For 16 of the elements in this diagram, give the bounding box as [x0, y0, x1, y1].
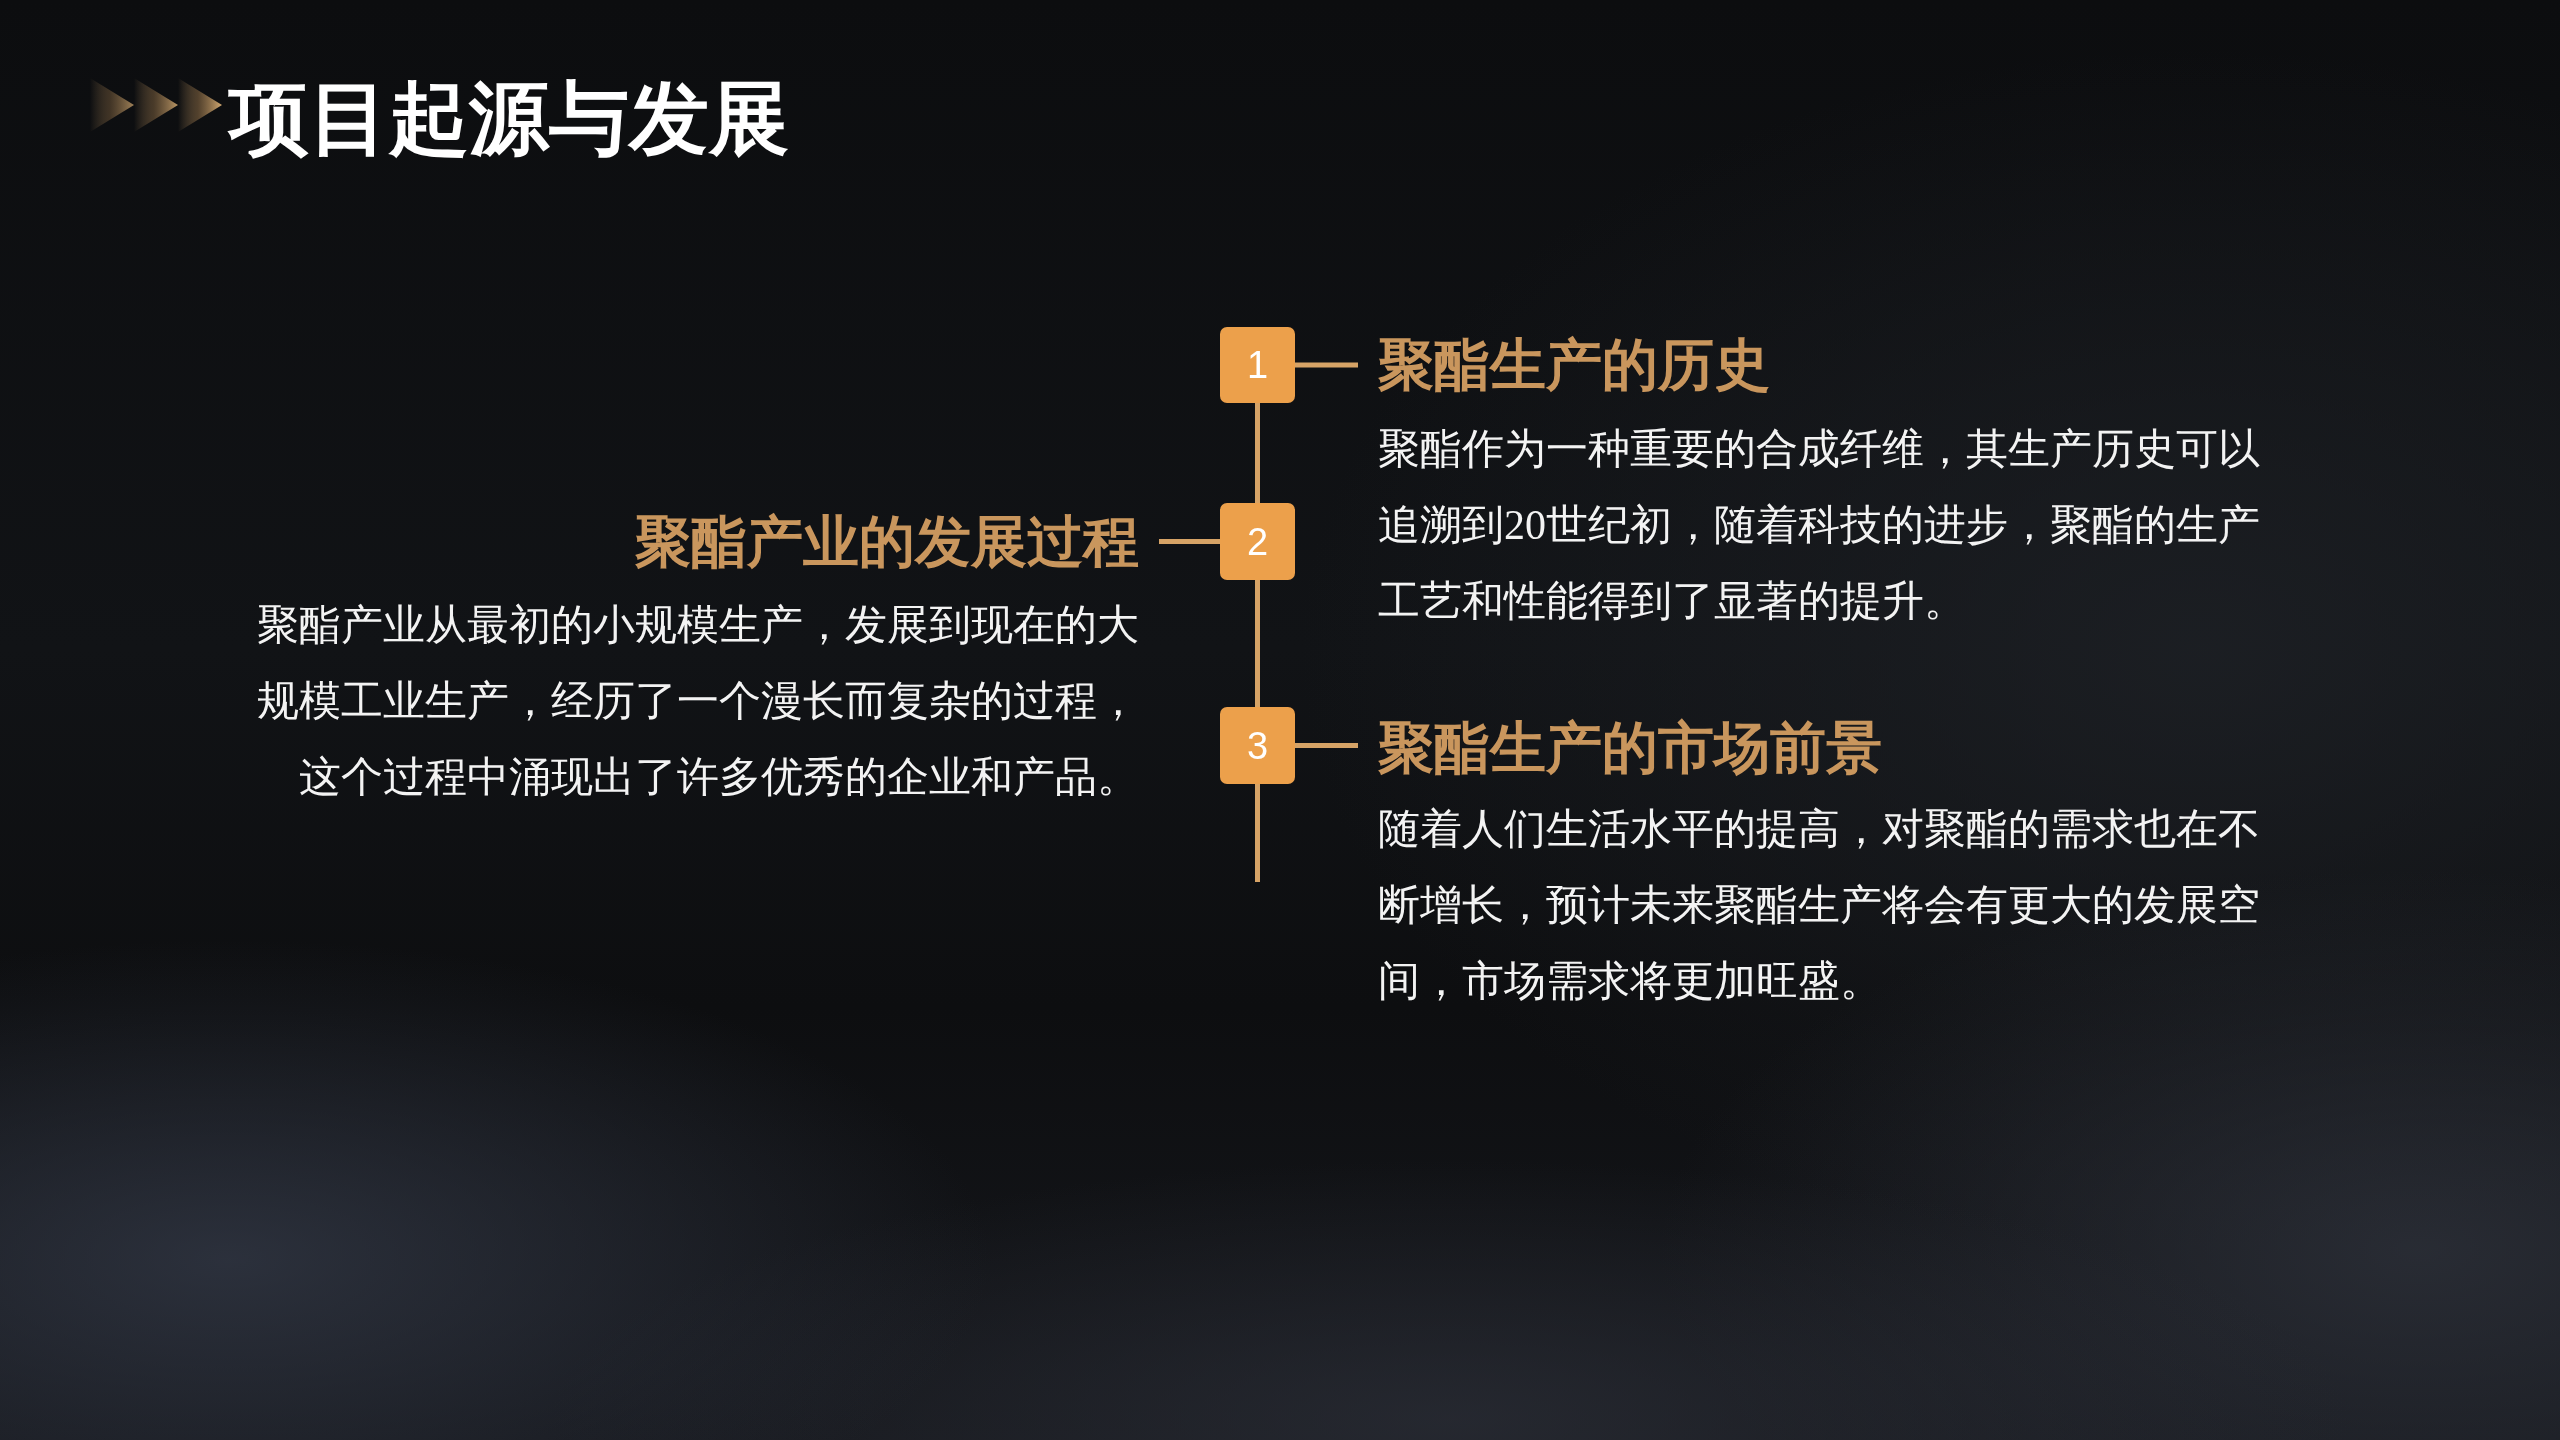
- section-heading: 聚酯生产的历史: [1378, 333, 1770, 398]
- connector-line: [1159, 539, 1220, 544]
- connector-line: [1255, 784, 1260, 882]
- step-number-tile: 2: [1220, 503, 1295, 580]
- slide-title: 项目起源与发展: [229, 72, 789, 164]
- section-heading: 聚酯产业的发展过程: [635, 510, 1139, 575]
- connector-line: [1295, 362, 1358, 368]
- connector-line: [1255, 403, 1260, 503]
- section-paragraph: 聚酯产业从最初的小规模生产，发展到现在的大规模工业生产，经历了一个漫长而复杂的过程，这个过程中涌现出了许多优秀的企业和产品。: [256, 601, 1139, 802]
- section-heading: 聚酯生产的市场前景: [1378, 716, 1882, 781]
- connector-line: [1255, 580, 1260, 707]
- step-number-tile: 1: [1220, 327, 1295, 403]
- step-number-tile: 3: [1220, 707, 1295, 784]
- section-paragraph: 聚酯作为一种重要的合成纤维，其生产历史可以追溯到20世纪初，随着科技的进步，聚酯的生产工艺和性能得到了显著的提升。: [1378, 425, 2261, 626]
- section-paragraph: 随着人们生活水平的提高，对聚酯的需求也在不断增长，预计未来聚酯生产将会有更大的发展空间，市场需求将更加旺盛。: [1378, 805, 2261, 1006]
- connector-line: [1295, 743, 1358, 748]
